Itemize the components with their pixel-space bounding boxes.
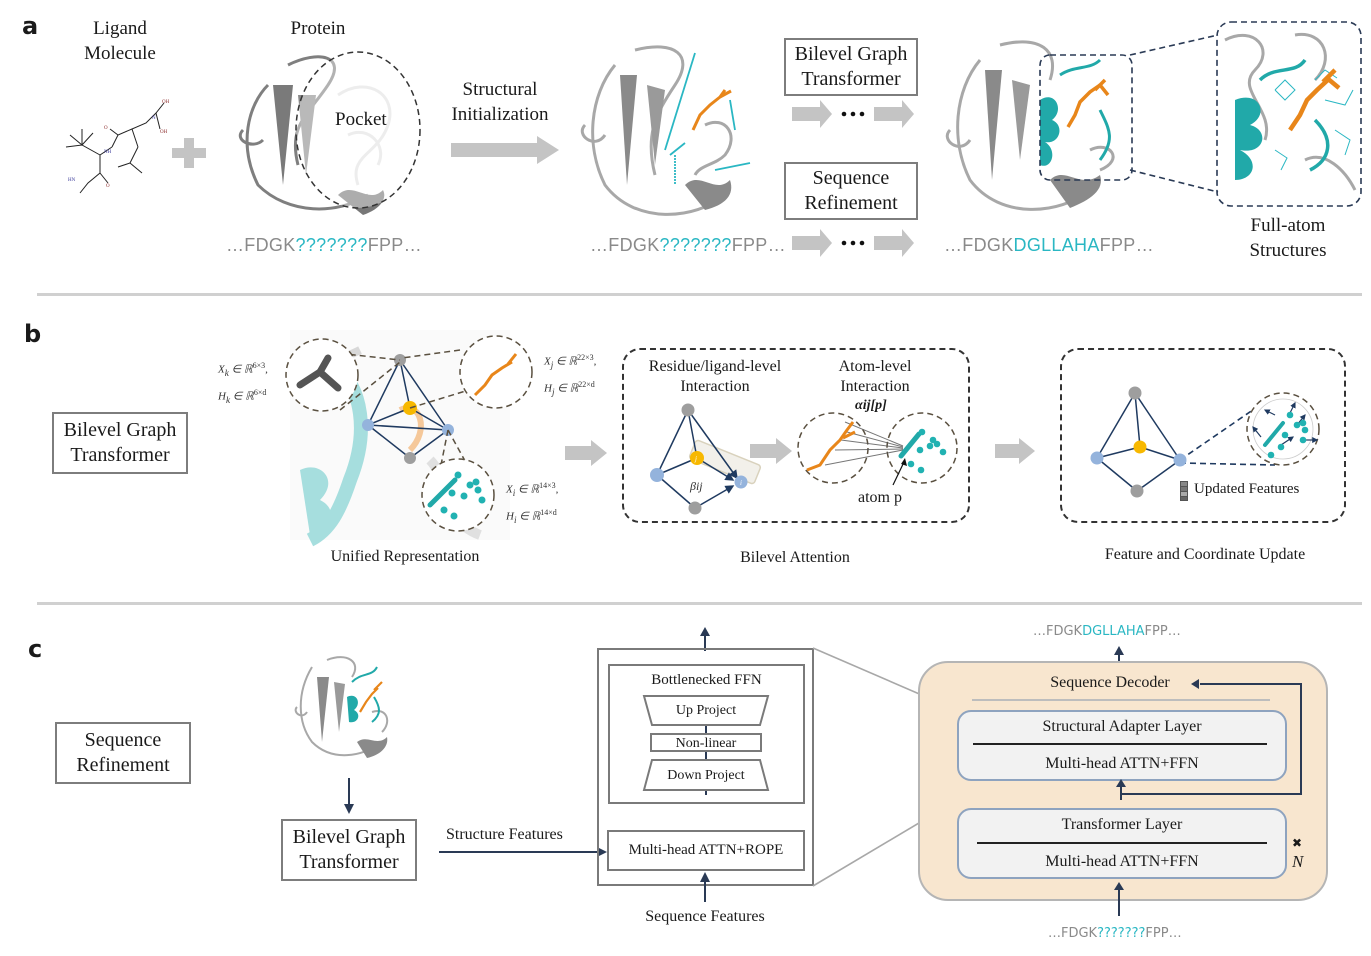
bgt-iteration-arrows — [792, 100, 914, 128]
adapter-layer-sub: Multi-head ATTN+FFN — [1045, 755, 1199, 772]
structural-init-arrow — [451, 136, 559, 164]
bottlenecked-ffn-box — [608, 664, 805, 804]
unified-representation-caption: Unified Representation — [330, 548, 480, 565]
node-i-label: i — [740, 479, 742, 487]
adapter-layer-title: Structural Adapter Layer — [1042, 718, 1202, 735]
math-label-j: Xj ∈ ℝ22×3, Hj ∈ ℝ22×d — [544, 353, 597, 397]
atom-n: N — [152, 116, 156, 121]
atom-level-graphic — [797, 412, 958, 486]
atom-nh: NH — [104, 150, 112, 155]
update-graph — [1090, 386, 1320, 498]
ligand-molecule-structure: OH OH N O O NH HN — [65, 100, 170, 194]
bilevel-attention-caption: Bilevel Attention — [740, 549, 850, 566]
residue-level-label: Residue/ligand-level Interaction — [648, 358, 782, 395]
up-project-label: Up Project — [675, 703, 737, 718]
atom-hn: HN — [68, 178, 76, 183]
math-label-k: Xk ∈ ℝ6×3, Hk ∈ ℝ6×d — [218, 361, 268, 405]
attn-rope-box: Multi-head ATTN+ROPE — [607, 830, 805, 871]
plus-icon — [172, 138, 206, 168]
updated-features-label: Updated Features — [1194, 481, 1300, 497]
repeat-n-label: N — [1292, 852, 1304, 871]
section-divider-ab — [37, 293, 1362, 296]
sequence-decoder-label: Sequence Decoder — [1050, 674, 1170, 691]
transformer-layer-sub: Multi-head ATTN+FFN — [1045, 853, 1199, 870]
node-left — [362, 419, 374, 431]
feature-update-box — [1060, 348, 1346, 523]
designed-protein-structure — [946, 40, 1133, 211]
node-j-label: j — [694, 455, 697, 463]
initialized-sequence: …FDGK???????FPP… — [590, 235, 786, 255]
protein-to-bgt-arrow — [344, 778, 354, 814]
atom-p-label: atom p — [858, 489, 902, 506]
bottlenecked-ffn-title: Bottlenecked FFN — [651, 672, 762, 688]
atom-oh2: OH — [160, 130, 168, 135]
section-divider-bc — [37, 602, 1362, 605]
full-atom-structure — [1216, 21, 1362, 207]
panel-b-letter: b — [24, 320, 42, 348]
structure-features-arrow — [439, 847, 607, 857]
decoder-input-arrow — [1114, 882, 1124, 916]
down-project-label: Down Project — [667, 768, 745, 783]
pocket-outline — [295, 51, 421, 209]
panel-c-letter: c — [28, 635, 43, 663]
protein-label: Protein — [290, 18, 346, 39]
skip-connection-arrow — [1116, 679, 1302, 800]
atom-oh1: OH — [162, 100, 170, 105]
arrow-b2 — [995, 438, 1035, 464]
atom-level-label: Atom-level Interaction — [838, 358, 912, 395]
initialized-protein-structure — [581, 45, 751, 216]
beta-label: βij — [689, 479, 703, 493]
alpha-label: αij[p] — [855, 398, 887, 413]
input-sequence: …FDGK???????FPP… — [226, 235, 422, 255]
arrow-b1 — [565, 440, 607, 466]
node-bottom — [404, 452, 416, 464]
residue-level-graph: j i βij — [650, 403, 762, 515]
decoder-output-sequence: …FDGKDGLLAHAFPP… — [1033, 624, 1181, 639]
arrow-b-inner — [750, 438, 792, 464]
bilevel-attention-box — [622, 348, 970, 523]
designed-sequence: …FDGKDGLLAHAFPP… — [944, 235, 1154, 255]
ligand-molecule-label: Ligand Molecule — [84, 18, 156, 64]
feature-vector-icon — [1180, 481, 1188, 501]
panel-a-letter: a — [22, 12, 39, 40]
non-linear-label: Non-linear — [675, 736, 737, 751]
transformer-layer-rule — [977, 842, 1267, 844]
sequence-features-label: Sequence Features — [645, 908, 765, 925]
protein-structure — [239, 51, 421, 215]
sequence-features-arrow — [700, 872, 710, 902]
repeat-times-icon: ✖ — [1292, 836, 1303, 850]
structure-features-label: Structure Features — [446, 826, 563, 843]
adapter-layer-rule — [973, 743, 1267, 745]
seqref-iteration-arrows — [792, 229, 914, 257]
structural-init-label: Structural Initialization — [451, 79, 549, 125]
zoom-connector-lines — [1129, 34, 1219, 193]
transformer-layer-title: Transformer Layer — [1061, 816, 1183, 833]
unified-representation-graphic — [285, 330, 533, 547]
full-atom-label: Full-atom Structures — [1249, 215, 1327, 261]
atom-o1: O — [104, 126, 108, 131]
update-caption: Feature and Coordinate Update — [1104, 546, 1306, 563]
atom-o2: O — [106, 184, 110, 189]
structural-adapter-layer-box — [957, 710, 1287, 781]
math-label-i: Xi ∈ ℝ14×3, Hi ∈ ℝ14×d — [506, 481, 559, 525]
decoder-separator — [972, 699, 1270, 701]
decoder-input-sequence: …FDGK???????FPP… — [1048, 926, 1182, 941]
transformer-layer-box — [957, 808, 1287, 879]
ffn-shapes — [642, 695, 770, 795]
small-protein-structure — [294, 656, 389, 758]
pocket-label: Pocket — [335, 109, 387, 130]
